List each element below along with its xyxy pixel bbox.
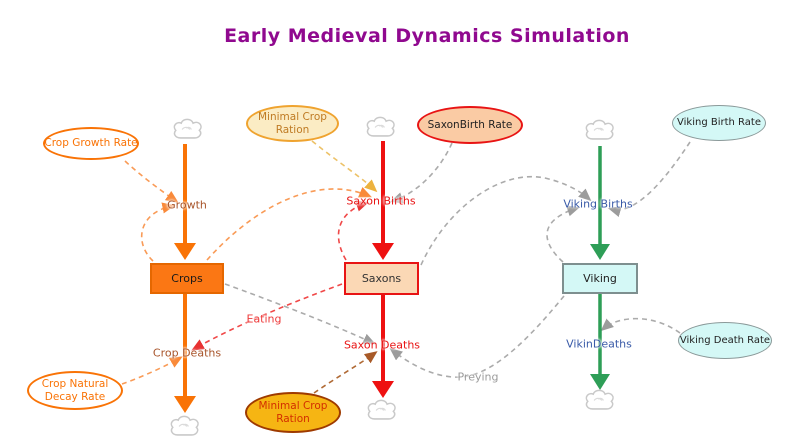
flow-vikin-deaths-arrowhead	[590, 374, 610, 390]
stock-viking-label: Viking	[583, 272, 617, 285]
flow-growth-label[interactable]: Growth	[167, 198, 207, 212]
cloud-icon	[366, 116, 395, 137]
flow-crop-deaths-arrowhead	[174, 396, 196, 413]
link-crops-to-saxon-deaths[interactable]	[224, 283, 376, 345]
cloud-icon	[367, 399, 396, 420]
link-saxon-birth-rate-to-saxon-births[interactable]	[389, 142, 453, 204]
link-eating-label[interactable]: Eating	[246, 312, 282, 326]
stock-saxons[interactable]: Saxons	[344, 262, 419, 295]
flow-saxon-births-arrowhead	[372, 243, 394, 260]
flow-saxon-births-label[interactable]: Saxon Births	[346, 194, 416, 208]
flow-saxon-births[interactable]	[372, 141, 394, 260]
cloud-icon	[585, 389, 614, 410]
link-minimal-crop-ration-to-saxon-deaths[interactable]	[313, 351, 378, 394]
flow-crop-deaths[interactable]	[174, 294, 196, 413]
link-crop-natural-decay-rate-to-crop-deaths[interactable]	[121, 356, 183, 385]
flow-viking-births[interactable]	[590, 146, 610, 260]
variable-crop-growth-rate[interactable]: Crop Growth Rate	[43, 127, 139, 160]
variable-minimal-crop-ration-top-label: Minimal Crop Ration	[258, 111, 327, 136]
link-viking-to-viking-births[interactable]	[546, 205, 581, 263]
link-crops-to-saxon-births[interactable]	[206, 187, 372, 261]
stock-viking[interactable]: Viking	[562, 263, 638, 294]
link-saxons-to-saxon-births[interactable]	[337, 200, 370, 261]
link-viking-to-saxon-deaths-preying[interactable]	[389, 295, 565, 378]
flow-saxon-deaths-label[interactable]: Saxon Deaths	[343, 338, 421, 352]
flow-growth-arrowhead	[174, 243, 196, 260]
link-saxons-to-viking-births[interactable]	[420, 175, 592, 266]
flow-growth[interactable]	[174, 144, 196, 260]
flow-vikin-deaths[interactable]	[590, 294, 610, 390]
variable-minimal-crop-ration-top[interactable]: Minimal Crop Ration	[246, 105, 339, 142]
flow-vikin-deaths-label[interactable]: VikinDeaths	[566, 337, 632, 351]
flow-viking-births-arrowhead	[590, 244, 610, 260]
variable-viking-birth-rate-label: Viking Birth Rate	[677, 117, 761, 129]
variable-minimal-crop-ration-bottom[interactable]: Minimal Crop Ration	[245, 392, 341, 433]
variable-saxon-birth-rate[interactable]: SaxonBirth Rate	[417, 106, 523, 144]
variable-saxon-birth-rate-label: SaxonBirth Rate	[427, 118, 513, 131]
variable-crop-natural-decay-rate[interactable]: Crop Natural Decay Rate	[27, 371, 123, 410]
page-title: Early Medieval Dynamics Simulation	[224, 25, 630, 47]
variable-crop-natural-decay-rate-label: Crop Natural Decay Rate	[41, 378, 109, 403]
link-crop-growth-rate-to-growth[interactable]	[124, 160, 179, 203]
stock-crops-label: Crops	[171, 272, 203, 285]
link-minimal-crop-ration-to-saxon-births[interactable]	[311, 140, 378, 193]
variable-viking-birth-rate[interactable]: Viking Birth Rate	[672, 105, 766, 141]
link-preying-label[interactable]: Preying	[457, 370, 499, 384]
cloud-icon	[585, 119, 614, 140]
cloud-icon	[173, 118, 202, 139]
variable-viking-death-rate-label: Viking Death Rate	[679, 334, 771, 346]
link-crops-to-growth[interactable]	[140, 202, 176, 262]
stock-saxons-label: Saxons	[361, 272, 402, 285]
variable-crop-growth-rate-label: Crop Growth Rate	[44, 137, 138, 150]
variable-viking-death-rate[interactable]: Viking Death Rate	[678, 322, 772, 359]
stock-crops[interactable]: Crops	[150, 263, 224, 294]
variable-minimal-crop-ration-bottom-label: Minimal Crop Ration	[258, 400, 328, 425]
cloud-icon	[170, 415, 199, 436]
flow-viking-births-label[interactable]: Viking Births	[563, 197, 633, 211]
flow-crop-deaths-label[interactable]: Crop Deaths	[152, 346, 222, 360]
flow-saxon-deaths[interactable]	[372, 295, 394, 398]
link-viking-birth-rate-to-viking-births[interactable]	[607, 141, 691, 217]
link-viking-death-rate-to-vikin-deaths[interactable]	[600, 317, 681, 334]
flow-saxon-deaths-arrowhead	[372, 381, 394, 398]
